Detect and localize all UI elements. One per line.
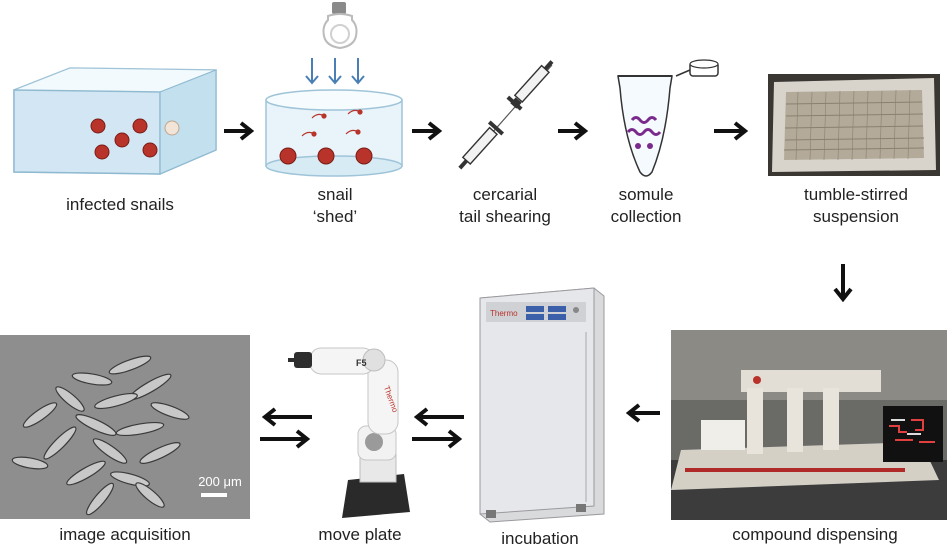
tumble-stirred-tray-image xyxy=(768,74,940,176)
microscopy-image xyxy=(0,335,250,519)
arrow-down-icon xyxy=(832,262,854,304)
compound-dispensing-label: compound dispensing xyxy=(732,525,898,544)
light-arrows-icon xyxy=(300,56,370,86)
move-plate-label: move plate xyxy=(318,525,402,544)
light-bulb-icon xyxy=(318,0,362,56)
syringes-image xyxy=(448,55,568,179)
robot-arm-image: Thermo F5 xyxy=(286,330,416,520)
arrow-left-icon xyxy=(258,406,314,428)
image-acquisition-label: image acquisition xyxy=(59,525,191,544)
collection-tube-image xyxy=(614,58,724,184)
arrow-right-icon xyxy=(222,120,256,142)
arrow-right-icon xyxy=(258,428,314,450)
robot-mark: F5 xyxy=(356,358,367,368)
snail-shed-dish-image xyxy=(262,88,406,180)
arrow-left-icon xyxy=(622,402,662,424)
incubator-image: Thermo xyxy=(476,282,608,524)
arrow-right-icon xyxy=(712,120,750,142)
arrow-right-icon xyxy=(410,120,444,142)
infected-snails-label: infected snails xyxy=(66,195,174,214)
compound-dispensing-image xyxy=(671,330,947,520)
infected-snails-tank-image xyxy=(10,62,220,182)
incubator-brand: Thermo xyxy=(490,309,518,318)
incubation-label: incubation xyxy=(501,529,579,548)
tumble-stirred-label: tumble-stirred suspension xyxy=(804,185,908,226)
snail-shed-label: snail ‘shed’ xyxy=(312,185,358,226)
arrow-right-icon xyxy=(410,428,466,450)
arrow-left-icon xyxy=(410,406,466,428)
tail-shearing-label: cercarial tail shearing xyxy=(459,185,551,226)
scale-bar-label: 200 μm xyxy=(198,474,242,489)
arrow-right-icon xyxy=(556,120,590,142)
somule-collection-label: somule collection xyxy=(610,185,682,226)
